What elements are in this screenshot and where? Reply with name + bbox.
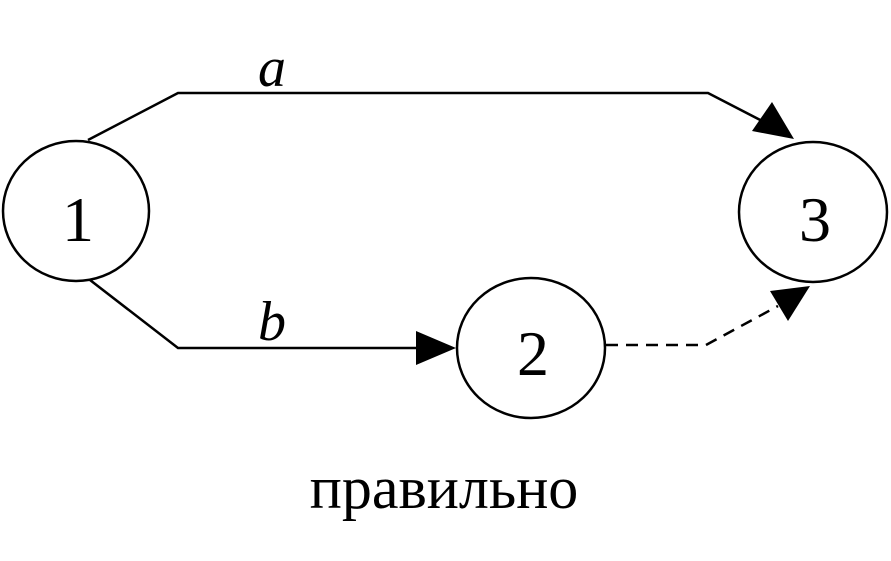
node-3-label: 3 [799,184,831,255]
edge-1-2: b [89,279,456,365]
node-2-circle [455,276,607,420]
edge-2-3 [606,286,810,347]
diagram-caption: правильно [310,455,579,521]
node-1-label: 1 [62,184,94,255]
node-3-circle [737,140,889,284]
edge-2-3-arrowhead [770,286,810,321]
node-2-label: 2 [517,318,549,389]
edge-1-2-arrowhead [416,331,456,365]
node-1-circle [1,139,151,283]
edge-1-3-label: a [258,37,286,99]
edge-1-3-arrowhead [752,102,794,139]
node-2: 2 [455,276,607,420]
edge-1-2-line [89,279,420,350]
node-3: 3 [737,140,889,284]
edge-1-2-label: b [258,291,286,353]
edge-2-3-line [606,304,779,347]
edge-1-3-line [87,91,769,142]
edge-1-3: a [87,37,794,142]
node-1: 1 [1,139,151,283]
